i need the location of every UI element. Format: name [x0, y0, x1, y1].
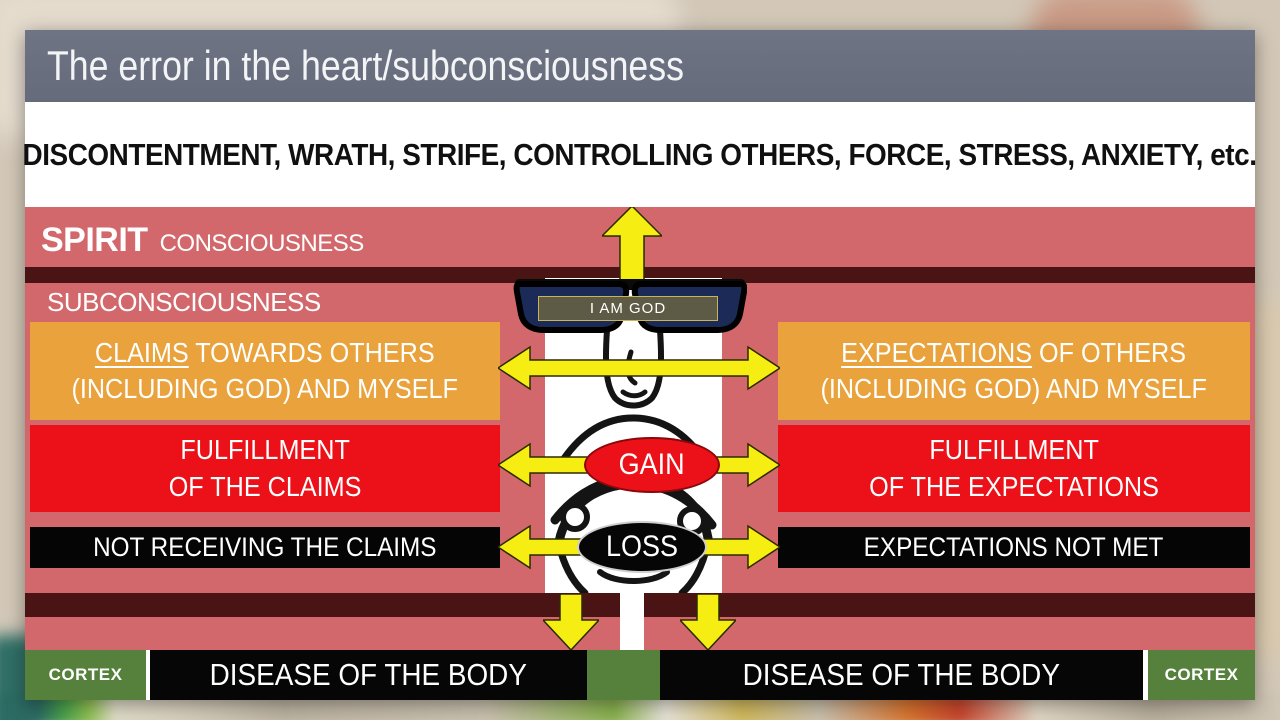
- claims-box: CLAIMS TOWARDS OTHERS (INCLUDING GOD) AN…: [30, 322, 500, 420]
- cortex-right-box: CORTEX: [1148, 650, 1255, 700]
- i-am-god-band: I AM GOD: [538, 296, 718, 321]
- expectations-line-1: EXPECTATIONS OF OTHERS: [841, 337, 1187, 369]
- double-arrow-claims-icon: [498, 345, 780, 391]
- subtitle-text: DISCONTENTMENT, WRATH, STRIFE, CONTROLLI…: [23, 136, 1257, 172]
- claims-line-1: CLAIMS TOWARDS OTHERS: [95, 337, 435, 369]
- spirit-row: SPIRIT CONSCIOUSNESS: [25, 207, 1255, 267]
- cortex-left-box: CORTEX: [25, 650, 146, 700]
- disease-left-box: DISEASE OF THE BODY: [150, 650, 587, 700]
- consciousness-label: CONSCIOUSNESS: [159, 230, 365, 257]
- claims-line-2: (INCLUDING GOD) AND MYSELF: [71, 373, 459, 404]
- expectations-box: EXPECTATIONS OF OTHERS (INCLUDING GOD) A…: [778, 322, 1250, 420]
- expectations-not-met-row: EXPECTATIONS NOT MET: [778, 527, 1250, 568]
- gain-ellipse: GAIN: [584, 437, 720, 493]
- subconsciousness-label: SUBCONSCIOUSNESS: [47, 287, 321, 317]
- subtitle-band: DISCONTENTMENT, WRATH, STRIFE, CONTROLLI…: [23, 102, 1257, 207]
- loss-ellipse: LOSS: [577, 521, 707, 573]
- fulfillment-expectations-box: FULFILLMENT OF THE EXPECTATIONS: [778, 425, 1250, 512]
- diagram: SPIRIT CONSCIOUSNESS SUBCONSCIOUSNESS CL…: [25, 207, 1255, 650]
- bottom-row: CORTEX DISEASE OF THE BODY DISEASE OF TH…: [25, 650, 1255, 700]
- disease-right-box: DISEASE OF THE BODY: [660, 650, 1143, 700]
- header-bar: The error in the heart/subconsciousness: [25, 30, 1255, 102]
- up-arrow-icon: [602, 207, 662, 280]
- page-title: The error in the heart/subconsciousness: [47, 42, 684, 89]
- down-arrow-right-icon: [680, 594, 736, 650]
- fulfillment-claims-box: FULFILLMENT OF THE CLAIMS: [30, 425, 500, 512]
- slide: The error in the heart/subconsciousness …: [23, 30, 1257, 700]
- not-receiving-claims-row: NOT RECEIVING THE CLAIMS: [30, 527, 500, 568]
- expectations-line-2: (INCLUDING GOD) AND MYSELF: [820, 373, 1208, 404]
- spirit-label: SPIRIT: [41, 221, 148, 259]
- figure-spine: [620, 593, 644, 650]
- center-green-box: [587, 650, 1206, 700]
- down-arrow-left-icon: [543, 594, 599, 650]
